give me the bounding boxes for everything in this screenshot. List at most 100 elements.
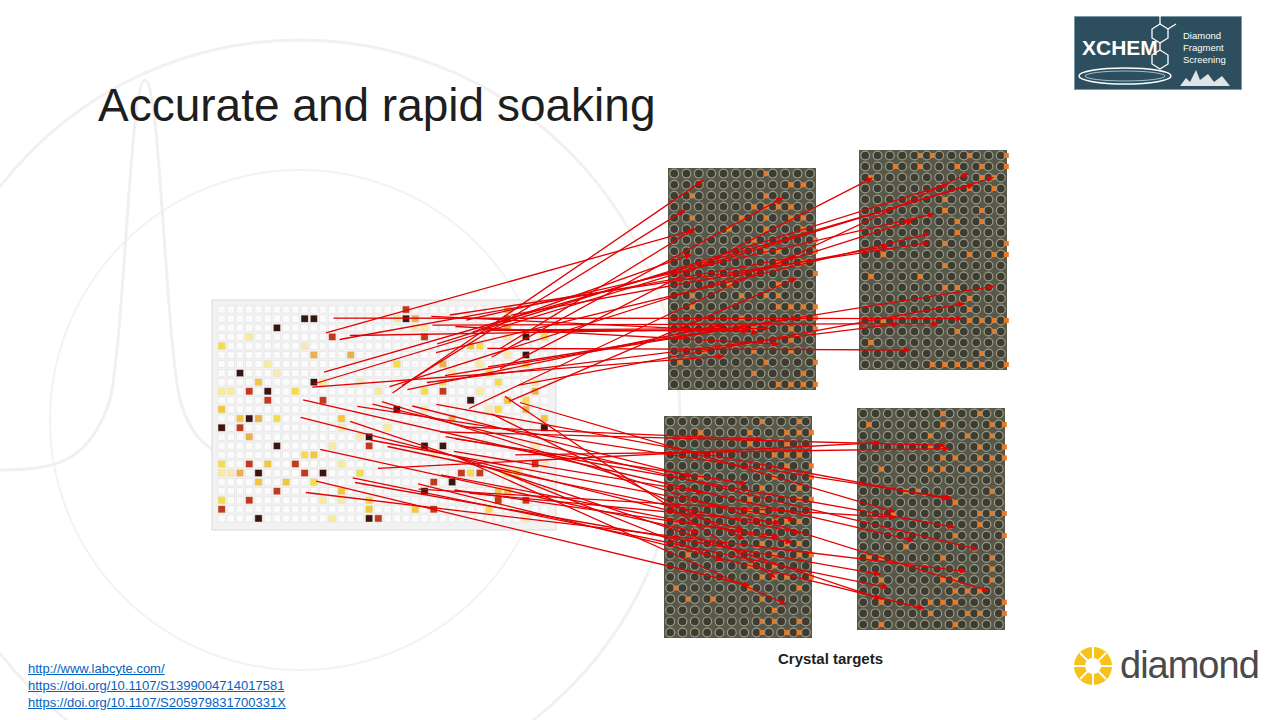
soaked-drop (918, 164, 923, 169)
source-well (264, 361, 271, 368)
soaked-drop (776, 304, 781, 309)
source-well (283, 460, 290, 467)
source-well (264, 342, 271, 349)
source-well (255, 470, 262, 477)
soaked-drop (751, 204, 756, 209)
source-well (310, 351, 317, 358)
source-well (310, 460, 317, 467)
source-well (375, 506, 382, 513)
crystal-well (768, 191, 777, 200)
soaked-drop (979, 351, 984, 356)
source-well (273, 488, 280, 495)
source-well (310, 361, 317, 368)
crystal-well (719, 291, 728, 300)
crystal-well (883, 576, 892, 585)
crystal-well (994, 520, 1003, 529)
source-well (301, 324, 308, 331)
crystal-well (933, 542, 942, 551)
soaked-drop (690, 215, 695, 220)
source-well (264, 397, 271, 404)
source-well (292, 488, 299, 495)
soaked-drop (955, 230, 960, 235)
crystal-well (703, 606, 712, 615)
source-well (255, 451, 262, 458)
source-well (375, 370, 382, 377)
source-well (412, 433, 419, 440)
source-well (485, 379, 492, 386)
crystal-well (984, 239, 993, 248)
crystal-well (727, 439, 736, 448)
soaked-drop (772, 452, 777, 457)
source-well (319, 451, 326, 458)
crystal-well (984, 206, 993, 215)
crystal-well (873, 338, 882, 347)
crystal-well (908, 576, 917, 585)
crystal-well (682, 169, 691, 178)
source-well (393, 397, 400, 404)
source-well (264, 324, 271, 331)
source-well (301, 497, 308, 504)
source-well (310, 379, 317, 386)
source-well (273, 324, 280, 331)
soaked-drop (690, 304, 695, 309)
crystal-well (984, 162, 993, 171)
source-well (264, 460, 271, 467)
soaked-drop (942, 362, 947, 367)
source-well (218, 388, 225, 395)
source-well (218, 497, 225, 504)
crystal-well (694, 202, 703, 211)
source-well (246, 479, 253, 486)
source-well (292, 324, 299, 331)
source-well (273, 342, 280, 349)
crystal-well (945, 409, 954, 418)
crystal-well (982, 409, 991, 418)
crystal-well (984, 272, 993, 281)
crystal-well (805, 336, 814, 345)
crystal-well (805, 291, 814, 300)
source-well (301, 388, 308, 395)
crystal-well (982, 476, 991, 485)
source-well (273, 433, 280, 440)
soaked-drop (677, 360, 682, 365)
source-well (495, 379, 502, 386)
source-well (412, 497, 419, 504)
crystal-well (996, 327, 1005, 336)
source-well (301, 488, 308, 495)
crystal-well (959, 228, 968, 237)
source-well (384, 388, 391, 395)
source-well (467, 470, 474, 477)
source-well (301, 433, 308, 440)
crystal-well (682, 380, 691, 389)
source-well (255, 324, 262, 331)
soaked-drop (797, 586, 802, 591)
soaked-drop (801, 304, 806, 309)
crystal-well (744, 280, 753, 289)
crystal-well (805, 180, 814, 189)
soaked-drop (809, 463, 814, 468)
crystal-well (945, 443, 954, 452)
source-well (255, 497, 262, 504)
crystal-well (883, 498, 892, 507)
crystal-well (896, 587, 905, 596)
crystal-well (703, 584, 712, 593)
crystal-well (731, 169, 740, 178)
soaked-drop (990, 578, 995, 583)
source-well (329, 397, 336, 404)
source-well (236, 515, 243, 522)
crystal-well (861, 239, 870, 248)
crystal-well (910, 360, 919, 369)
soaked-drop (797, 486, 802, 491)
crystal-well (898, 305, 907, 314)
soaked-drop (965, 433, 970, 438)
crystal-well (801, 562, 810, 571)
crystal-well (996, 283, 1005, 292)
crystal-well (715, 428, 724, 437)
crystal-well (982, 465, 991, 474)
source-well (338, 460, 345, 467)
source-well (255, 361, 262, 368)
source-well (292, 433, 299, 440)
source-well (292, 424, 299, 431)
crystal-well (719, 380, 728, 389)
soaked-drop (879, 578, 884, 583)
source-well (292, 515, 299, 522)
